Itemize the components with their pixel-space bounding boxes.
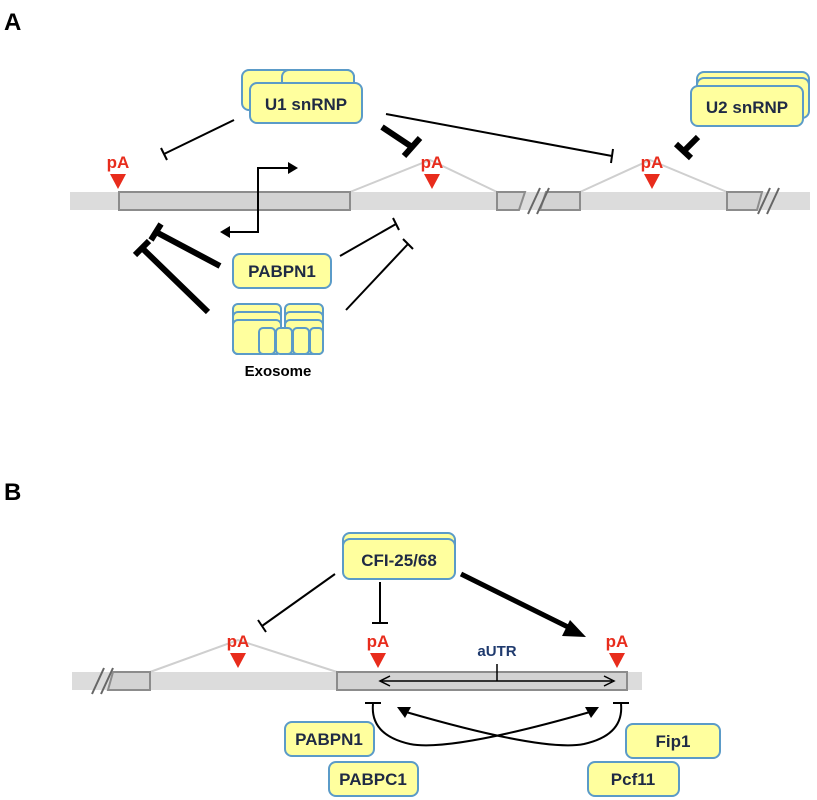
panel-b-pabpn1-label: PABPN1 bbox=[295, 730, 363, 749]
panel-a-pa-marker-1 bbox=[110, 174, 126, 189]
panel-a-intron-1 bbox=[349, 158, 498, 193]
fip1-box: Fip1 bbox=[625, 723, 721, 759]
proximal-to-distal-curved-arrow bbox=[365, 702, 599, 747]
panel-b-pa-label-2: pA bbox=[367, 632, 390, 651]
cfi-inhibits-pa1-line bbox=[257, 573, 336, 633]
pcf11-box: Pcf11 bbox=[587, 761, 680, 797]
u1-inhibits-pa1-line bbox=[160, 119, 235, 161]
cfi-25-68-label: CFI-25/68 bbox=[361, 551, 437, 570]
panel-a-break-mark-1 bbox=[527, 187, 550, 215]
autr-span-arrow bbox=[378, 664, 616, 687]
fip1-label: Fip1 bbox=[656, 732, 691, 751]
pabpn1-inhibits-antisense-line bbox=[148, 222, 222, 269]
exosome-inhibits-pa2-line bbox=[345, 238, 414, 311]
u1-inhibits-pa3-line bbox=[385, 113, 614, 164]
u2-inhibits-pa3-line bbox=[673, 134, 701, 161]
panel-b-break-mark bbox=[91, 667, 114, 695]
cfi-inhibits-pa2-line bbox=[372, 582, 388, 624]
panel-a-intron-2 bbox=[579, 158, 728, 193]
panel-a-label: A bbox=[4, 9, 21, 36]
panel-b-pabpc1-label: PABPC1 bbox=[339, 770, 407, 789]
u1-snrnp-box: U1 snRNP bbox=[241, 69, 363, 124]
panel-a-pabpn1-box: PABPN1 bbox=[232, 253, 332, 289]
u2-snrnp-label: U2 snRNP bbox=[706, 98, 788, 117]
u1-snrnp-label: U1 snRNP bbox=[265, 95, 347, 114]
panel-b-intron bbox=[149, 638, 338, 673]
panel-a-pa-marker-2 bbox=[424, 174, 440, 189]
panel-b-pa-marker-2 bbox=[370, 653, 386, 668]
panel-a-pa-marker-3 bbox=[644, 174, 660, 189]
distal-to-proximal-curved-arrow bbox=[397, 702, 629, 747]
exosome-label: Exosome bbox=[245, 363, 312, 380]
cfi-25-68-box: CFI-25/68 bbox=[342, 532, 456, 580]
panel-a-pa-label-3: pA bbox=[641, 153, 664, 172]
panel-b-pa-label-3: pA bbox=[606, 632, 629, 651]
cfi-activates-pa3-arrow bbox=[459, 571, 586, 637]
u2-snrnp-box: U2 snRNP bbox=[690, 71, 810, 127]
panel-b-pa-marker-3 bbox=[609, 653, 625, 668]
panel-b-pabpn1-box: PABPN1 bbox=[284, 721, 375, 757]
panel-b-label: B bbox=[4, 479, 21, 506]
pabpn1-inhibits-pa2-line bbox=[339, 217, 400, 257]
panel-b-pa-label-1: pA bbox=[227, 632, 250, 651]
panel-a-exon-2 bbox=[496, 191, 527, 211]
panel-a-sense-transcription-arrow bbox=[257, 162, 298, 232]
autr-label: aUTR bbox=[477, 643, 516, 660]
panel-b-pabpc1-box: PABPC1 bbox=[328, 761, 419, 797]
panel-a-pa-label-1: pA bbox=[107, 153, 130, 172]
panel-a-antisense-transcription-arrow bbox=[220, 212, 259, 238]
panel-a-exon-4 bbox=[726, 191, 764, 211]
panel-a-break-mark-2 bbox=[757, 187, 780, 215]
u1-inhibits-pa2-line bbox=[380, 124, 423, 158]
panel-b-pa-marker-1 bbox=[230, 653, 246, 668]
panel-a-pabpn1-label: PABPN1 bbox=[248, 262, 316, 281]
exosome-icon bbox=[232, 303, 324, 355]
pcf11-label: Pcf11 bbox=[611, 770, 655, 789]
panel-a-pa-label-2: pA bbox=[421, 153, 444, 172]
panel-b-exon-1 bbox=[106, 671, 151, 691]
panel-a-exon-1 bbox=[118, 191, 351, 211]
exosome-inhibits-antisense-line bbox=[132, 238, 211, 315]
